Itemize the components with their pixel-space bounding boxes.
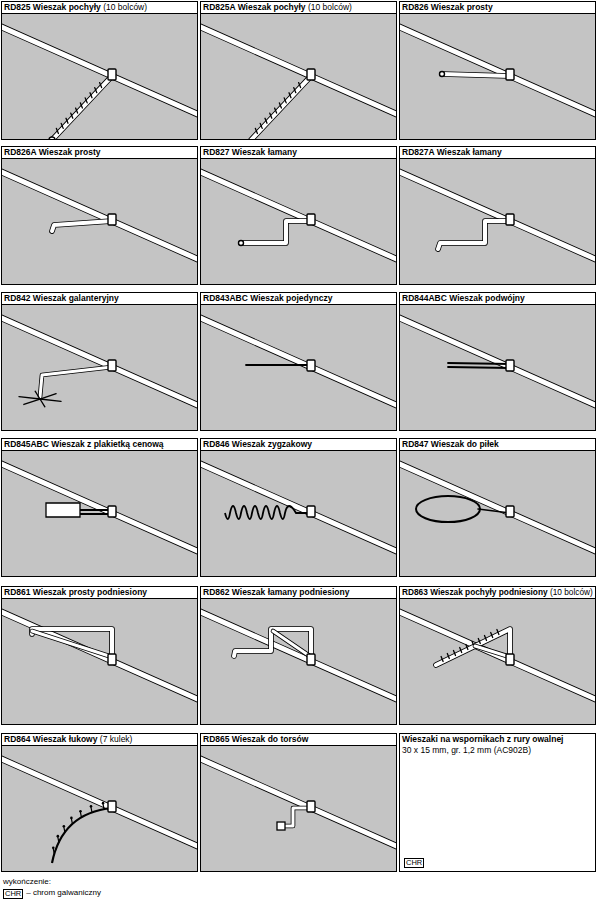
catalog-panel: RD863 Wieszak pochyły podniesiony (10 bo… <box>399 586 596 725</box>
panel-heading: RD826A Wieszak prosty <box>2 147 197 159</box>
product-name: RD826A Wieszak prosty <box>4 147 100 157</box>
panel-description: 30 x 15 mm, gr. 1,2 mm (AC902B) <box>400 745 595 756</box>
catalog-panel: RD845ABC Wieszak z plakietką cenową <box>1 438 198 577</box>
panel-heading: RD864 Wieszak łukowy (7 kulek) <box>2 734 197 746</box>
product-name: RD843ABC Wieszak pojedynczy <box>203 293 332 303</box>
product-name: RD865 Wieszak do torsów <box>203 734 308 744</box>
hanger-illustration <box>2 451 198 577</box>
panel-heading: RD825A Wieszak pochyły (10 bolców) <box>201 2 396 14</box>
catalog-panel: RD843ABC Wieszak pojedynczy <box>200 292 397 431</box>
catalog-panel: RD826A Wieszak prosty <box>1 146 198 285</box>
panel-heading: RD826 Wieszak prosty <box>400 2 595 14</box>
finish-badge: CHR <box>404 858 424 868</box>
catalog-panel: RD862 Wieszak łamany podniesiony <box>200 586 397 725</box>
hanger-illustration <box>201 14 397 140</box>
hanger-illustration <box>400 599 596 725</box>
catalog-panel: RD827A Wieszak łamany <box>399 146 596 285</box>
panel-heading: RD865 Wieszak do torsów <box>201 734 396 746</box>
panel-heading: RD827 Wieszak łamany <box>201 147 396 159</box>
panel-heading: Wieszaki na wspornikach z rury owalnej <box>400 734 595 745</box>
product-name: Wieszaki na wspornikach z rury owalnej <box>402 734 563 744</box>
hanger-illustration <box>400 451 596 577</box>
product-name: RD842 Wieszak galanteryjny <box>4 293 119 303</box>
finish-description: – chrom galwaniczny <box>26 888 101 898</box>
hanger-illustration <box>400 305 596 431</box>
catalog-panel: RD844ABC Wieszak podwójny <box>399 292 596 431</box>
panel-heading: RD827A Wieszak łamany <box>400 147 595 159</box>
catalog-panel: RD864 Wieszak łukowy (7 kulek) <box>1 733 198 872</box>
product-name: RD825 Wieszak pochyły <box>4 2 101 12</box>
panel-heading: RD825 Wieszak pochyły (10 bolców) <box>2 2 197 14</box>
catalog-panel: RD842 Wieszak galanteryjny <box>1 292 198 431</box>
product-name: RD845ABC Wieszak z plakietką cenową <box>4 439 164 449</box>
panel-heading: RD843ABC Wieszak pojedynczy <box>201 293 396 305</box>
hanger-illustration <box>2 599 198 725</box>
hanger-illustration <box>2 14 198 140</box>
hanger-illustration <box>2 746 198 872</box>
product-note: (7 kulek) <box>100 734 133 744</box>
product-note: (10 bolców) <box>550 587 593 597</box>
hanger-illustration <box>201 746 397 872</box>
finish-badge: CHR <box>3 889 23 899</box>
panel-heading: RD844ABC Wieszak podwójny <box>400 293 595 305</box>
catalog-panel: RD861 Wieszak prosty podniesiony <box>1 586 198 725</box>
hanger-illustration <box>2 305 198 431</box>
footer-note: wykończenie: <box>3 877 51 887</box>
product-name: RD862 Wieszak łamany podniesiony <box>203 587 349 597</box>
hanger-illustration <box>201 159 397 285</box>
product-name: RD825A Wieszak pochyły <box>203 2 306 12</box>
hanger-illustration <box>201 451 397 577</box>
catalog-panel: RD865 Wieszak do torsów <box>200 733 397 872</box>
hanger-illustration <box>201 305 397 431</box>
hanger-illustration <box>201 599 397 725</box>
product-name: RD827A Wieszak łamany <box>402 147 502 157</box>
product-name: RD844ABC Wieszak podwójny <box>402 293 525 303</box>
catalog-panel: RD847 Wieszak do piłek <box>399 438 596 577</box>
catalog-panel: RD826 Wieszak prosty <box>399 1 596 140</box>
catalog-panel: Wieszaki na wspornikach z rury owalnej30… <box>399 733 596 872</box>
product-name: RD847 Wieszak do piłek <box>402 439 499 449</box>
panel-heading: RD861 Wieszak prosty podniesiony <box>2 587 197 599</box>
product-name: RD827 Wieszak łamany <box>203 147 297 157</box>
panel-heading: RD863 Wieszak pochyły podniesiony (10 bo… <box>400 587 595 599</box>
hanger-illustration <box>400 159 596 285</box>
panel-heading: RD842 Wieszak galanteryjny <box>2 293 197 305</box>
product-name: RD864 Wieszak łukowy <box>4 734 97 744</box>
panel-heading: RD862 Wieszak łamany podniesiony <box>201 587 396 599</box>
catalog-panel: RD827 Wieszak łamany <box>200 146 397 285</box>
hanger-illustration <box>400 14 596 140</box>
product-name: RD826 Wieszak prosty <box>402 2 493 12</box>
catalog-panel: RD825 Wieszak pochyły (10 bolców) <box>1 1 198 140</box>
product-name: RD846 Wieszak zygzakowy <box>203 439 312 449</box>
product-name: RD861 Wieszak prosty podniesiony <box>4 587 147 597</box>
catalog-panel: RD825A Wieszak pochyły (10 bolców) <box>200 1 397 140</box>
panel-heading: RD847 Wieszak do piłek <box>400 439 595 451</box>
product-note: (10 bolców) <box>308 2 352 12</box>
panel-heading: RD846 Wieszak zygzakowy <box>201 439 396 451</box>
panel-heading: RD845ABC Wieszak z plakietką cenową <box>2 439 197 451</box>
hanger-illustration <box>2 159 198 285</box>
product-note: (10 bolców) <box>103 2 147 12</box>
product-name: RD863 Wieszak pochyły podniesiony <box>402 587 548 597</box>
catalog-panel: RD846 Wieszak zygzakowy <box>200 438 397 577</box>
